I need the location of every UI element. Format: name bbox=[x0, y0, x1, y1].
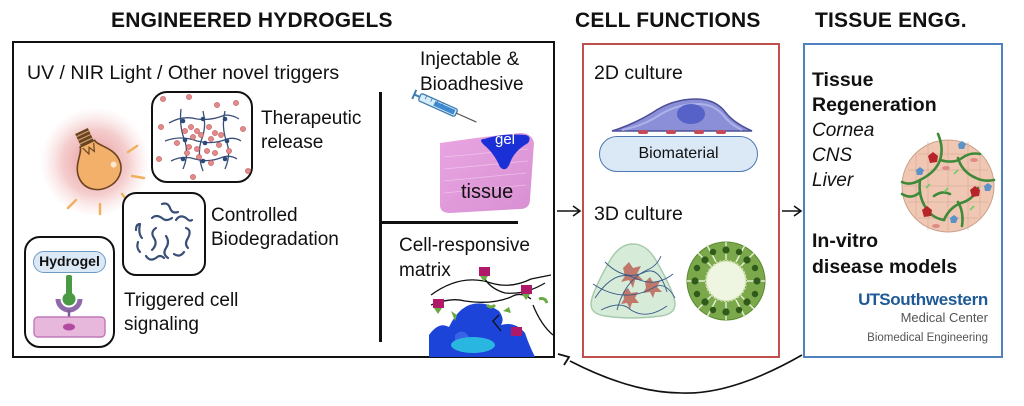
cell-responsive-label-2: matrix bbox=[399, 260, 451, 281]
biomaterial-label: Biomaterial bbox=[638, 145, 719, 162]
culture-3d-label: 3D culture bbox=[594, 203, 683, 225]
cell-signaling-label-2: signaling bbox=[124, 314, 199, 335]
hydrogel-tag: Hydrogel bbox=[33, 251, 106, 273]
horizontal-divider bbox=[381, 221, 518, 224]
hydrogel-encapsulated-cells-icon bbox=[590, 243, 676, 319]
utsw-medical-center: Medical Center bbox=[900, 310, 988, 325]
cell-matrix-illustration bbox=[429, 267, 554, 357]
cell-signaling-label-1: Triggered cell bbox=[124, 290, 239, 311]
utsw-logo-ut: UT bbox=[858, 290, 880, 309]
utsw-logo: UTSouthwestern bbox=[836, 290, 988, 310]
adherent-cell-icon bbox=[611, 98, 753, 134]
organ-cns: CNS bbox=[812, 145, 853, 166]
cell-functions-panel bbox=[582, 43, 780, 358]
header-engineered-hydrogels: ENGINEERED HYDROGELS bbox=[111, 9, 393, 32]
tissue-regeneration-heading-1: Tissue bbox=[812, 69, 874, 91]
therapeutic-release-label-1: Therapeutic bbox=[261, 108, 362, 129]
gel-label: gel bbox=[495, 131, 516, 148]
header-cell-functions: CELL FUNCTIONS bbox=[575, 9, 761, 32]
biodegradation-label-1: Controlled bbox=[211, 205, 298, 226]
vascularized-tissue-sphere-icon bbox=[900, 132, 996, 233]
light-bulb-icon bbox=[40, 107, 150, 217]
therapeutic-release-label-2: release bbox=[261, 132, 324, 153]
tissue-engg-panel bbox=[803, 43, 1003, 358]
hydrogel-tag-label: Hydrogel bbox=[39, 253, 100, 269]
culture-2d-label: 2D culture bbox=[594, 62, 683, 84]
injectable-label-2: Bioadhesive bbox=[420, 74, 524, 95]
arrow-cells-to-tissue bbox=[782, 205, 803, 217]
in-vitro-heading-1: In-vitro bbox=[812, 230, 879, 252]
header-tissue-engg: TISSUE ENGG. bbox=[815, 9, 967, 32]
injectable-gel-tissue-illustration bbox=[411, 89, 534, 213]
cell-responsive-label-1: Cell-responsive bbox=[399, 235, 530, 256]
receptor-ligand-icon bbox=[33, 275, 106, 338]
biomedical-engineering-label: Biomedical Engineering bbox=[867, 332, 988, 344]
triggers-label: UV / NIR Light / Other novel triggers bbox=[27, 62, 340, 84]
polymer-fragments-icon bbox=[134, 202, 194, 261]
biodegradation-icon-box bbox=[122, 192, 206, 276]
organ-liver: Liver bbox=[812, 170, 854, 191]
tissue-regeneration-heading-2: Regeneration bbox=[812, 94, 937, 116]
tissue-label: tissue bbox=[461, 181, 514, 203]
hydrogels-panel bbox=[12, 41, 555, 358]
feedback-arrow bbox=[557, 353, 803, 394]
biodegradation-label-2: Biodegradation bbox=[211, 229, 339, 250]
organoid-icon bbox=[686, 241, 766, 321]
arrow-hydrogels-to-cells bbox=[557, 205, 582, 217]
drug-network-icon bbox=[156, 94, 251, 180]
injectable-label-1: Injectable & bbox=[420, 49, 520, 70]
biomaterial-substrate: Biomaterial bbox=[599, 136, 758, 172]
vertical-divider bbox=[379, 92, 382, 342]
utsw-logo-southwestern: Southwestern bbox=[879, 290, 988, 309]
in-vitro-heading-2: disease models bbox=[812, 256, 958, 278]
organ-cornea: Cornea bbox=[812, 120, 875, 141]
